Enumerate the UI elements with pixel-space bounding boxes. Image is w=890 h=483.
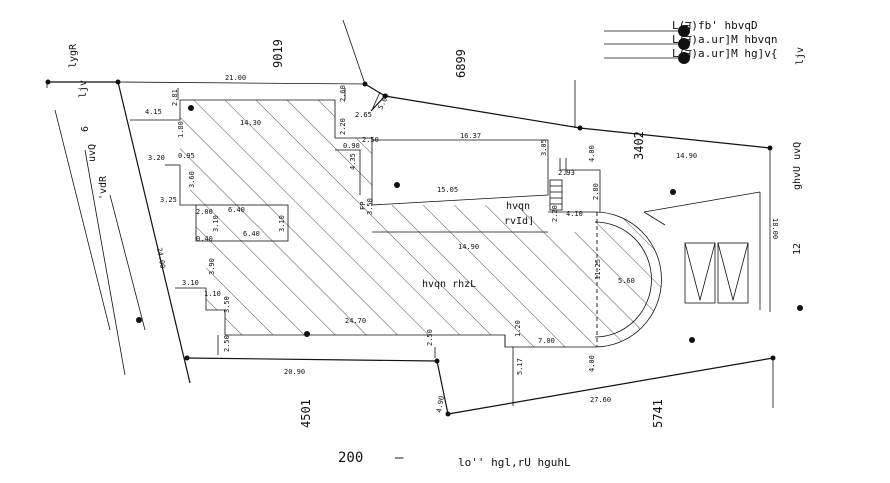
dim-517: 5.17 (516, 358, 524, 375)
dim-040: 0.40 (196, 235, 213, 243)
dim-1505: 15.05 (437, 186, 458, 194)
plot-number-4501: 4501 (299, 399, 313, 428)
dim-2400: 24.00 (155, 247, 167, 269)
plot-number-5741: 5741 (651, 399, 665, 428)
dim-220b: 2.20 (551, 205, 559, 222)
label-road-b: 'vdR (98, 175, 109, 200)
dim-250c: 2.50 (426, 329, 434, 346)
legend-item-1: L(न)fb' hbvqD (672, 19, 758, 32)
dim-415: 4.15 (145, 108, 162, 116)
label-area-b: rvId] (504, 216, 534, 227)
label-fp: FP (359, 202, 367, 210)
legend-item-2: L(न)a.ur]M hbvqn (672, 33, 777, 46)
title-dash: — (395, 450, 404, 466)
dim-700: 7.00 (538, 337, 555, 345)
plot-numbers: 9019 6899 3402 4501 5741 (271, 39, 665, 428)
legend: L(न)fb' hbvqD L(न)a.ur]M hbvqn L(न)a.ur]… (604, 19, 777, 64)
dim-110: 1.10 (204, 290, 221, 298)
label-ljv-left: ljv (78, 80, 89, 98)
legend-item-3: L(न)a.ur]M hg]v{ (672, 47, 777, 60)
dim-250: 2.50 (362, 136, 379, 144)
dim-310c: 3.10 (182, 279, 199, 287)
dim-560: 5.60 (618, 277, 635, 285)
dim-320: 3.20 (148, 154, 165, 162)
dim-400a: 4.00 (588, 145, 596, 162)
label-area-a: hvqn (506, 201, 530, 212)
parking-bays (684, 242, 749, 304)
plot-boundary (46, 19, 774, 415)
label-ljv-right: ljv (795, 47, 806, 65)
dim-310a: 3.10 (212, 215, 220, 232)
label-main-area: hvqn rhzL (422, 279, 476, 290)
dim-293: 2.93 (558, 169, 575, 177)
dim-281: 2.81 (171, 89, 179, 106)
plot-number-6899: 6899 (454, 49, 468, 78)
dim-180: 1.80 (177, 121, 185, 138)
road-lines-left (54, 109, 146, 376)
dim-1430: 14.30 (240, 119, 261, 127)
dim-325: 3.25 (160, 196, 177, 204)
dim-350b: 3.50 (223, 296, 231, 313)
dim-400b: 4.00 (588, 355, 596, 372)
drawing-title-text: lo'' hgl,rU hguhL (458, 456, 571, 469)
dim-640a: 6.40 (228, 206, 245, 214)
dim-490: 4.90 (435, 395, 446, 413)
dim-390: 3.90 (208, 258, 216, 275)
label-lygR: lygR (68, 43, 79, 68)
level-markers (45, 79, 803, 417)
dim-220: 2.20 (339, 118, 347, 135)
dimension-labels: 21.00 2.81 2.60 5.00 4.15 14.30 2.65 1.8… (145, 74, 779, 413)
dim-250b: 2.50 (223, 335, 231, 352)
interior-labels: hvqn rhzL hvqn rvId] FP (359, 201, 534, 290)
dim-2090: 20.90 (284, 368, 305, 376)
dim-21: 21.00 (225, 74, 246, 82)
dim-120: 1.20 (514, 320, 522, 337)
building-outline (130, 88, 761, 406)
dim-090: 0.90 (343, 142, 360, 150)
dim-435: 4.35 (349, 153, 357, 170)
scale-label: 200 (338, 450, 363, 466)
dim-350a: 3.50 (366, 198, 374, 215)
plot-number-3402: 3402 (632, 131, 646, 160)
side-labels: lygR ljv 6 uvQ 'vdR ljv ghvU uvQ 12 (68, 43, 806, 255)
dim-310b: 3.10 (278, 215, 286, 232)
stair-element (549, 179, 563, 211)
label-road-a: uvQ (87, 144, 98, 162)
dim-1490b: 14.90 (458, 243, 479, 251)
dim-280: 2.80 (592, 183, 600, 200)
dim-360: 3.60 (188, 171, 196, 188)
dim-095: 0.95 (178, 152, 195, 160)
drawing-title: 200 — lo'' hgl,rU hguhL (338, 450, 571, 469)
dim-265: 2.65 (355, 111, 372, 119)
dim-1490a: 14.90 (676, 152, 697, 160)
building-hatch (180, 100, 662, 347)
dim-200: 2.00 (196, 208, 213, 216)
label-right-num: 12 (792, 243, 803, 255)
dim-260: 2.60 (339, 85, 347, 102)
dim-1800: 18.00 (771, 218, 779, 239)
dim-1125: 11.25 (594, 259, 602, 280)
dim-1637: 16.37 (460, 132, 481, 140)
label-road-num: 6 (80, 126, 91, 132)
plot-number-9019: 9019 (271, 39, 285, 68)
dim-2470: 24.70 (345, 317, 366, 325)
label-right-road: ghvU uvQ (792, 142, 803, 190)
dim-2760: 27.60 (590, 396, 611, 404)
dim-640b: 6.40 (243, 230, 260, 238)
dim-305: 3.05 (540, 139, 548, 156)
dim-410: 4.10 (566, 210, 583, 218)
